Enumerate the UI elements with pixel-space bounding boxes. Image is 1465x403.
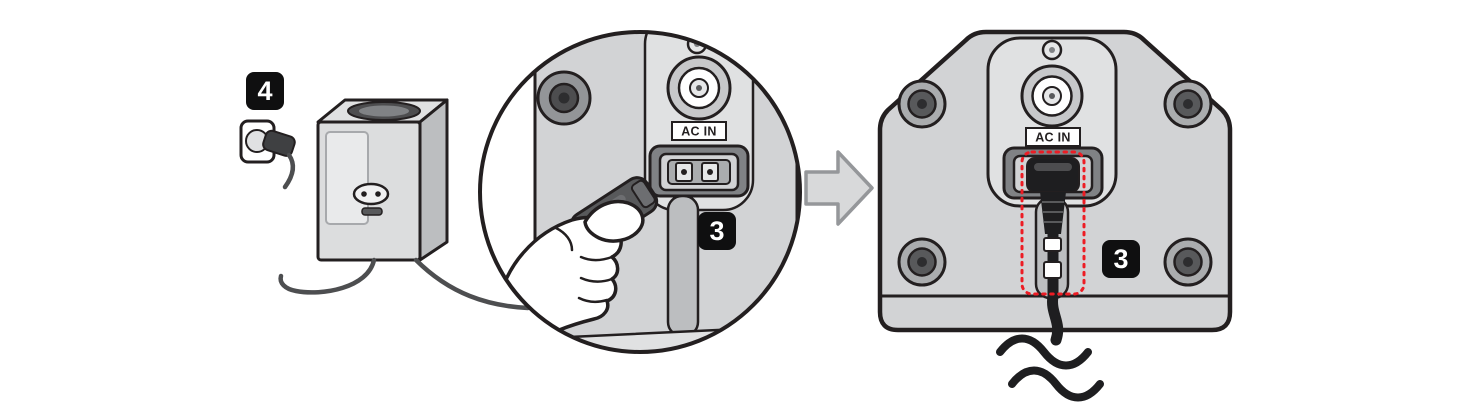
step3-badge-result: 3 xyxy=(1102,240,1140,278)
zoom-view: AC IN xyxy=(478,30,802,354)
red-dotted-highlight xyxy=(1020,150,1086,296)
cable-clip xyxy=(1043,261,1062,279)
socket-pin-left xyxy=(361,191,367,197)
cable-continues-waves xyxy=(996,334,1104,402)
step4-badge: 4 xyxy=(246,72,284,110)
speaker-driver-inner xyxy=(359,105,409,117)
power-plug-small-icon xyxy=(262,129,296,190)
cable-clip xyxy=(1043,237,1062,252)
screw-hole xyxy=(1041,39,1063,61)
step3-badge-zoom: 3 xyxy=(698,212,736,250)
ac-in-label-zoom: AC IN xyxy=(671,121,727,141)
ac-in-label-result: AC IN xyxy=(1025,127,1081,147)
device-bottom-view: AC IN 3 xyxy=(877,29,1233,402)
corner-screw xyxy=(1163,79,1213,129)
plug-nose xyxy=(630,179,656,209)
socket-latch xyxy=(361,207,383,216)
knuckle-line xyxy=(554,226,574,252)
badge-background xyxy=(698,212,736,250)
finger-line xyxy=(579,276,614,283)
mount-socket xyxy=(1020,64,1084,128)
finger-line xyxy=(577,296,609,303)
plug-head-highlight xyxy=(1034,163,1072,171)
corner-screw xyxy=(536,70,592,126)
cable-channel xyxy=(666,194,700,338)
arrow-right-icon xyxy=(804,150,874,226)
corner-screw xyxy=(897,237,947,287)
mount-socket xyxy=(666,55,732,121)
power-cable-result xyxy=(1047,226,1064,346)
corner-screw xyxy=(1163,237,1213,287)
plug-body xyxy=(262,129,296,157)
socket-pin-right xyxy=(375,191,381,197)
zoom-circle-ring xyxy=(478,30,802,354)
ac-inlet xyxy=(648,144,750,198)
plug-cord xyxy=(282,152,296,190)
label-box xyxy=(1025,127,1081,147)
badge-number: 3 xyxy=(1113,244,1128,274)
hand-thumb xyxy=(583,199,645,243)
badge-background xyxy=(246,72,284,110)
ac-inlet-plugged xyxy=(1002,146,1104,346)
finger-line xyxy=(579,255,614,262)
badge-number: 4 xyxy=(257,76,272,106)
label-text: AC IN xyxy=(1035,131,1071,145)
corner-screw xyxy=(897,79,947,129)
badge-background xyxy=(1102,240,1140,278)
ac-socket-small xyxy=(352,182,390,206)
speaker-device xyxy=(316,98,449,262)
cable-wave xyxy=(996,334,1092,370)
label-box xyxy=(671,121,727,141)
device-side-face xyxy=(418,98,449,262)
device-cable-to-zoom xyxy=(413,257,531,311)
device-cable-left xyxy=(278,257,377,295)
badge-number: 3 xyxy=(709,216,724,246)
label-text: AC IN xyxy=(681,125,717,139)
cable-wave xyxy=(1008,366,1104,402)
